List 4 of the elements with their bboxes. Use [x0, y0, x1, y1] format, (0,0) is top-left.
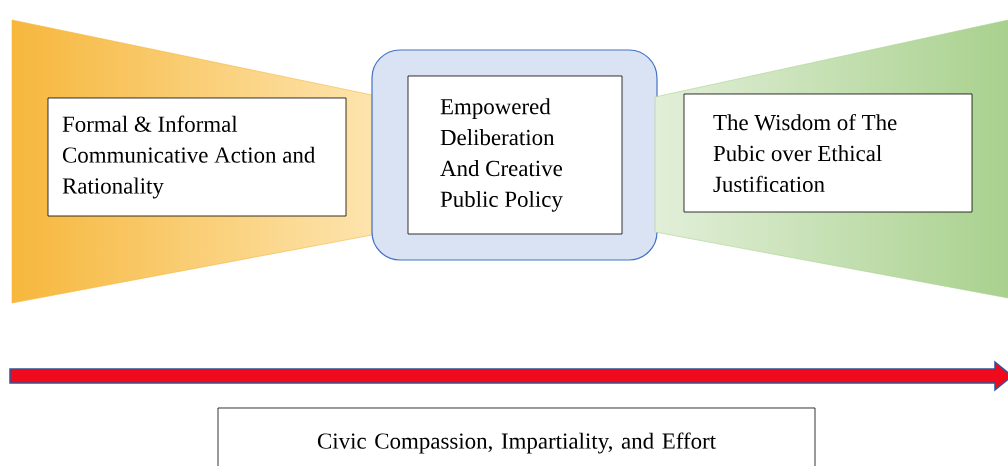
text-box: Empowered Deliberation And Creative Public Policy	[407, 75, 623, 235]
text-box: The Wisdom of The Pubic over Ethical Justification	[683, 93, 973, 213]
text-box: Civic Compassion, Impartiality, and Effort	[217, 407, 816, 466]
text-box: Formal & Informal Communicative Action and Rationality	[47, 97, 347, 217]
